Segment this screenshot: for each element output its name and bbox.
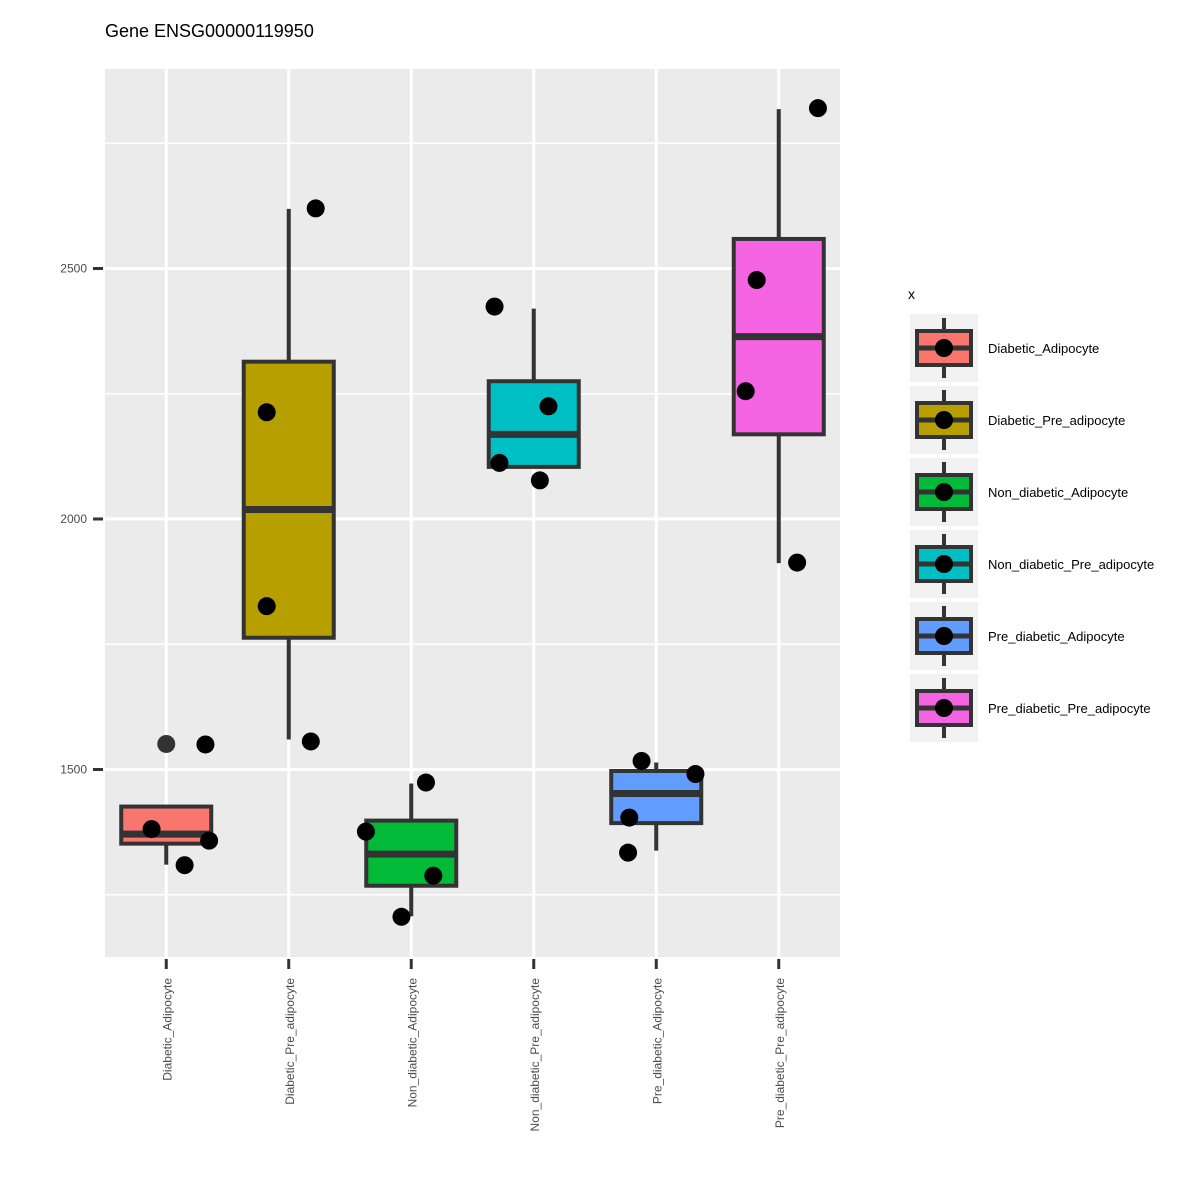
- legend-label: Pre_diabetic_Pre_adipocyte: [988, 701, 1151, 716]
- box-body: [119, 804, 214, 846]
- box-layer: [119, 109, 826, 917]
- x-tick-label: Pre_diabetic_Adipocyte: [650, 978, 664, 1104]
- x-axis: Diabetic_Adipocyte Diabetic_Pre_adipocyte…: [160, 959, 787, 1131]
- data-point: [175, 856, 194, 875]
- data-point: [485, 297, 504, 316]
- data-point: [424, 866, 443, 885]
- box-Non_diabetic_Pre_adipocyte: [486, 308, 581, 469]
- data-point: [392, 907, 411, 926]
- legend-label: Diabetic_Pre_adipocyte: [988, 413, 1125, 428]
- legend-key-point: [935, 699, 953, 717]
- data-point: [530, 471, 549, 490]
- chart-title: Gene ENSG00000119950: [105, 21, 314, 41]
- data-point: [788, 553, 807, 572]
- legend-key-point: [935, 627, 953, 645]
- box-body: [241, 359, 336, 640]
- data-point: [490, 453, 509, 472]
- legend-key-point: [935, 339, 953, 357]
- data-point: [736, 382, 755, 401]
- data-point: [808, 99, 827, 118]
- data-point: [306, 199, 325, 218]
- box-body: [486, 379, 581, 469]
- x-tick-label: Non_diabetic_Adipocyte: [405, 978, 419, 1108]
- box-Diabetic_Pre_adipocyte: [241, 208, 336, 740]
- outlier-point: [157, 734, 176, 753]
- data-point: [686, 765, 705, 784]
- data-point: [356, 822, 375, 841]
- x-tick-label: Diabetic_Pre_adipocyte: [283, 978, 297, 1105]
- plot-panel: [105, 69, 840, 957]
- legend-label: Diabetic_Adipocyte: [988, 341, 1099, 356]
- y-tick-label: 1500: [60, 763, 87, 777]
- legend-item-Non_diabetic_Adipocyte: Non_diabetic_Adipocyte: [910, 458, 1128, 526]
- y-tick-label: 2500: [60, 262, 87, 276]
- legend-key-point: [935, 411, 953, 429]
- y-axis: 1500 2000 2500: [60, 262, 103, 777]
- legend-item-Diabetic_Pre_adipocyte: Diabetic_Pre_adipocyte: [910, 386, 1125, 454]
- data-point: [257, 597, 276, 616]
- x-tick-label: Diabetic_Adipocyte: [160, 978, 174, 1081]
- legend-item-Non_diabetic_Pre_adipocyte: Non_diabetic_Pre_adipocyte: [910, 530, 1154, 598]
- legend-title: x: [908, 286, 915, 302]
- data-point: [257, 403, 276, 422]
- legend: x Diabetic_AdipocyteDiabetic_Pre_adipocy…: [908, 286, 1154, 742]
- x-tick-label: Pre_diabetic_Pre_adipocyte: [773, 978, 787, 1128]
- legend-label: Non_diabetic_Pre_adipocyte: [988, 557, 1154, 572]
- data-point: [632, 751, 651, 770]
- legend-key-point: [935, 483, 953, 501]
- y-tick-label: 2000: [60, 512, 87, 526]
- data-point: [539, 397, 558, 416]
- data-point: [620, 808, 639, 827]
- legend-item-Pre_diabetic_Pre_adipocyte: Pre_diabetic_Pre_adipocyte: [910, 674, 1151, 742]
- box-Pre_diabetic_Pre_adipocyte: [731, 109, 826, 564]
- x-tick-label: Non_diabetic_Pre_adipocyte: [528, 978, 542, 1132]
- data-point: [416, 773, 435, 792]
- legend-item-Pre_diabetic_Adipocyte: Pre_diabetic_Adipocyte: [910, 602, 1125, 670]
- legend-item-Diabetic_Adipocyte: Diabetic_Adipocyte: [910, 314, 1099, 382]
- legend-key-point: [935, 555, 953, 573]
- data-point: [200, 831, 219, 850]
- data-point: [196, 735, 215, 754]
- legend-label: Pre_diabetic_Adipocyte: [988, 629, 1125, 644]
- box-Diabetic_Adipocyte: [119, 734, 214, 865]
- data-point: [747, 271, 766, 290]
- data-point: [301, 732, 320, 751]
- data-point: [142, 820, 161, 839]
- point-layer: [142, 99, 827, 926]
- data-point: [619, 843, 638, 862]
- legend-label: Non_diabetic_Adipocyte: [988, 485, 1128, 500]
